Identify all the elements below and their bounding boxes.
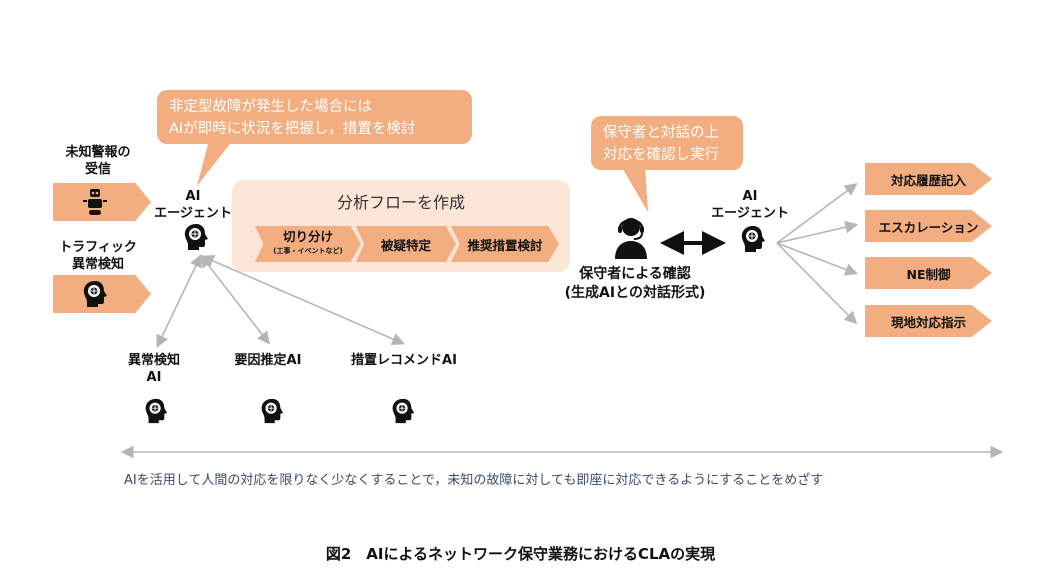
goal-text: AIを活用して人間の対応を限りなく少なくすることで，未知の故障に対しても即座に対… [124,473,824,488]
brain-head-icon [145,398,168,424]
unknown-alarm-chevron [53,183,151,221]
left-speech-bubble: 非定型故障が発生した場合には AIが即時に状況を把握し，措置を検討 [157,90,472,144]
analysis-flow-title: 分析フローを作成 [336,193,465,212]
unknown-alarm-label: 未知警報の 受信 [65,145,131,177]
brain-head-icon [261,398,284,424]
arrow-to-escalation [776,220,859,244]
left-bubble-line2: AIが即時に状況を把握し，措置を検討 [169,121,416,137]
right-speech-bubble: 保守者と対話の上 対応を確認し実行 [591,116,743,170]
action-history-record: 対応履歴記入 [865,163,992,195]
action-escalation: エスカレーション [865,210,992,242]
action-ne-control: NE制御 [865,257,992,289]
right-bubble-line2: 対応を確認し実行 [603,147,719,163]
flow-step-recommend: 推奨措置検討 [451,226,559,262]
arrow-to-history [776,183,858,244]
arrow-to-recommend-ai [201,254,405,346]
brain-head-icon [741,226,765,252]
anomaly-detection-ai-label: 異常検知 AI [127,353,180,385]
traffic-anomaly-label: トラフィック 異常検知 [59,240,137,272]
brain-head-icon [184,224,208,250]
brain-head-icon [83,281,107,307]
arrow-to-ne-control [776,242,858,276]
left-bubble-tail [197,140,233,186]
action-field-instruction: 現地対応指示 [865,305,992,337]
measure-recommend-ai-label: 措置レコメンドAI [351,353,457,368]
robot-icon [83,189,107,215]
headset-operator-icon [615,218,647,259]
right-bubble-tail [621,166,648,212]
traffic-anomaly-chevron [53,275,151,313]
figure-caption: 図2 AIによるネットワーク保守業務におけるCLAの実現 [325,545,716,563]
cause-estimation-ai-label: 要因推定AI [234,353,302,368]
brain-head-icon [392,398,415,424]
left-bubble-line1: 非定型故障が発生した場合には [169,99,372,115]
right-agent-label: AI エージェント [711,189,789,221]
right-bubble-line1: 保守者と対話の上 [603,125,719,141]
left-agent-label: AI エージェント [154,189,232,221]
operator-label: 保守者による確認 (生成AIとの対話形式) [564,266,706,301]
arrow-to-field-instruction [776,242,858,325]
arrow-to-anomaly-ai [156,254,202,348]
